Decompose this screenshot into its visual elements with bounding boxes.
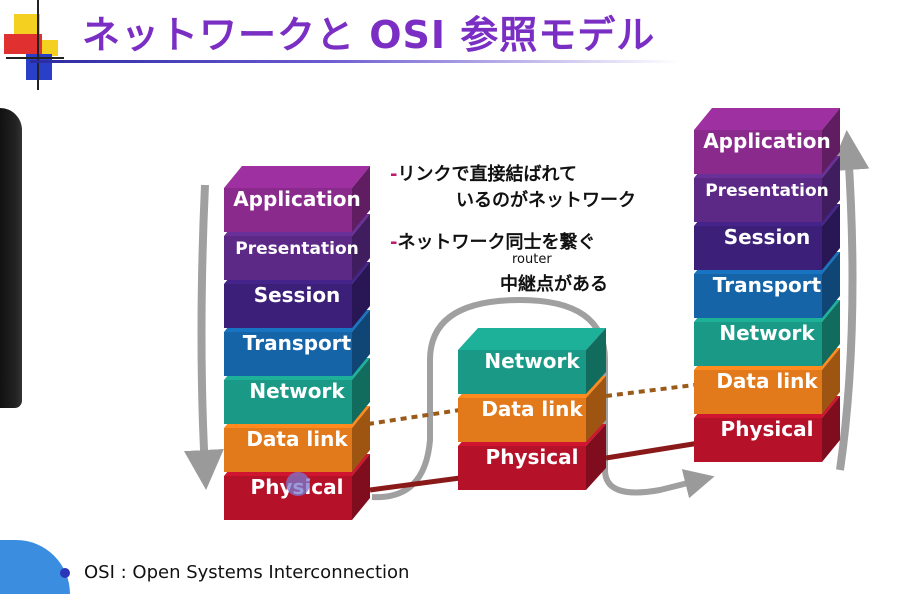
layer-label-application: Application bbox=[233, 187, 361, 211]
layer-application: Application bbox=[694, 108, 840, 174]
layer-label-presentation: Presentation bbox=[705, 181, 828, 201]
datalink-dotted-left bbox=[367, 408, 461, 426]
layer-label-data-link: Data link bbox=[246, 427, 348, 451]
layer-network: Network bbox=[458, 328, 606, 394]
note-link-cont: いるのがネットワーク bbox=[456, 190, 636, 211]
layer-application: Application bbox=[224, 166, 370, 232]
layer-label-data-link: Data link bbox=[481, 397, 583, 421]
layer-label-session: Session bbox=[254, 283, 341, 307]
slide-title: ネットワークと OSI 参照モデル bbox=[82, 13, 656, 57]
right-host-stack: Physical Data link Network Transport Session… bbox=[694, 108, 840, 462]
layer-label-physical: Physical bbox=[486, 445, 579, 469]
layer-label-network: Network bbox=[249, 379, 345, 403]
footer-bullet: OSI : Open Systems Interconnection bbox=[60, 562, 409, 583]
logo-decoration bbox=[0, 0, 70, 90]
left-down-arrow bbox=[183, 184, 224, 490]
bullet-icon bbox=[60, 568, 70, 578]
layer-label-application: Application bbox=[703, 129, 831, 153]
router-stack: Physical Data link Network bbox=[458, 328, 606, 490]
note-relay: 中継点がある bbox=[500, 274, 608, 295]
layer-label-session: Session bbox=[724, 225, 811, 249]
layer-label-network: Network bbox=[484, 349, 580, 373]
route-path-arrow bbox=[371, 296, 715, 501]
layer-label-transport: Transport bbox=[243, 331, 352, 355]
title-underline bbox=[30, 60, 680, 63]
layer-label-presentation: Presentation bbox=[235, 239, 358, 259]
physical-link-left bbox=[369, 475, 461, 493]
layer-label-transport: Transport bbox=[713, 273, 822, 297]
note-connect: -ネットワーク同士を繋ぐ bbox=[390, 232, 596, 253]
note-link: -リンクで直接結ばれて bbox=[390, 164, 577, 185]
layer-label-physical: Physical bbox=[721, 417, 814, 441]
note-router: router bbox=[512, 252, 552, 267]
pointer-dot bbox=[286, 472, 310, 496]
footer-text: OSI : Open Systems Interconnection bbox=[84, 562, 410, 583]
layer-label-network: Network bbox=[719, 321, 815, 345]
right-up-arrow bbox=[829, 130, 870, 471]
layer-label-data-link: Data link bbox=[716, 369, 818, 393]
datalink-dotted-right bbox=[605, 380, 719, 398]
presenter-silhouette bbox=[0, 108, 22, 408]
